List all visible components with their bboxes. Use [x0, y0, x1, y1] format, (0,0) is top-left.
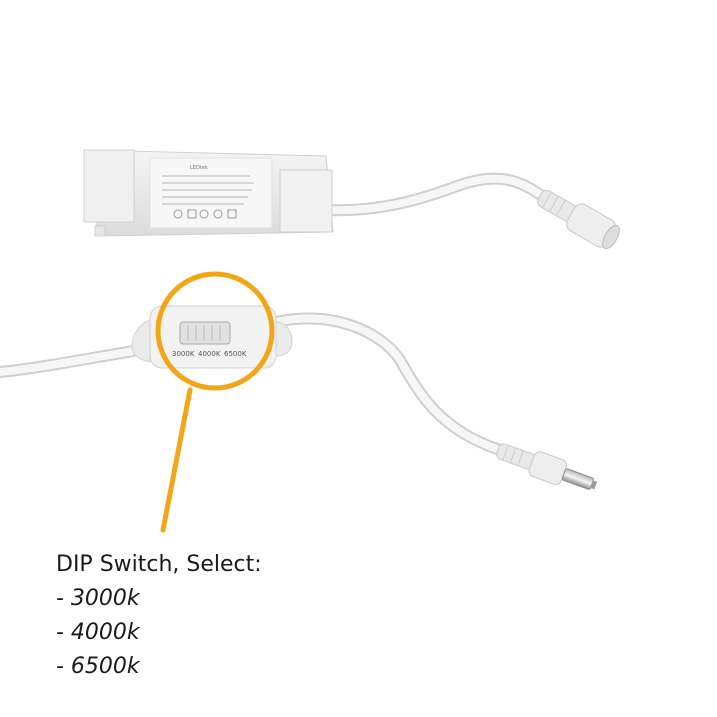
driver-brand-label: LEDtek: [190, 165, 208, 171]
option-4000k: - 4000k: [56, 620, 140, 645]
switch-label-4000k: 4000K: [198, 350, 221, 358]
dip-switch-housing: 3000K 4000K 6500K: [131, 305, 293, 369]
callout-caption: DIP Switch, Select: - 3000k - 4000k - 65…: [56, 548, 262, 684]
option-6500k: - 6500k: [56, 654, 140, 679]
female-dc-connector: [537, 189, 620, 250]
output-cable: [270, 312, 506, 456]
switch-label-3000k: 3000K: [172, 350, 195, 358]
caption-title: DIP Switch, Select:: [56, 552, 262, 577]
male-dc-connector: [496, 443, 598, 490]
led-driver-box: LEDtek: [83, 149, 334, 237]
highlight-circle: [155, 271, 275, 391]
option-3000k: - 3000k: [56, 586, 140, 611]
switch-label-6500k: 6500K: [224, 350, 247, 358]
dip-switch-slider: [179, 321, 231, 345]
callout-line: [160, 387, 193, 533]
